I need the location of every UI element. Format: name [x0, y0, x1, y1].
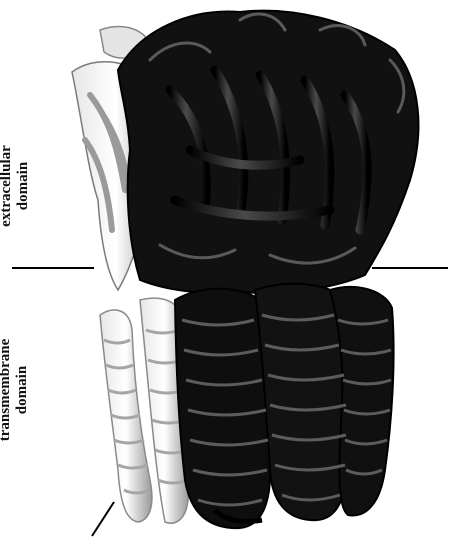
extracellular-label-line1: extracellular	[0, 126, 15, 246]
transmembrane-domain-label: transmembrane domain	[0, 310, 33, 470]
boundary-line-bottom	[92, 502, 114, 536]
extracellular-label-line2: domain	[15, 126, 32, 246]
extracellular-dark-subunits	[118, 11, 418, 293]
transmembrane-label-line2: domain	[14, 310, 31, 470]
transmembrane-dark-helices	[175, 284, 394, 529]
extracellular-domain-label: extracellular domain	[0, 126, 34, 246]
transmembrane-label-line1: transmembrane	[0, 310, 14, 470]
